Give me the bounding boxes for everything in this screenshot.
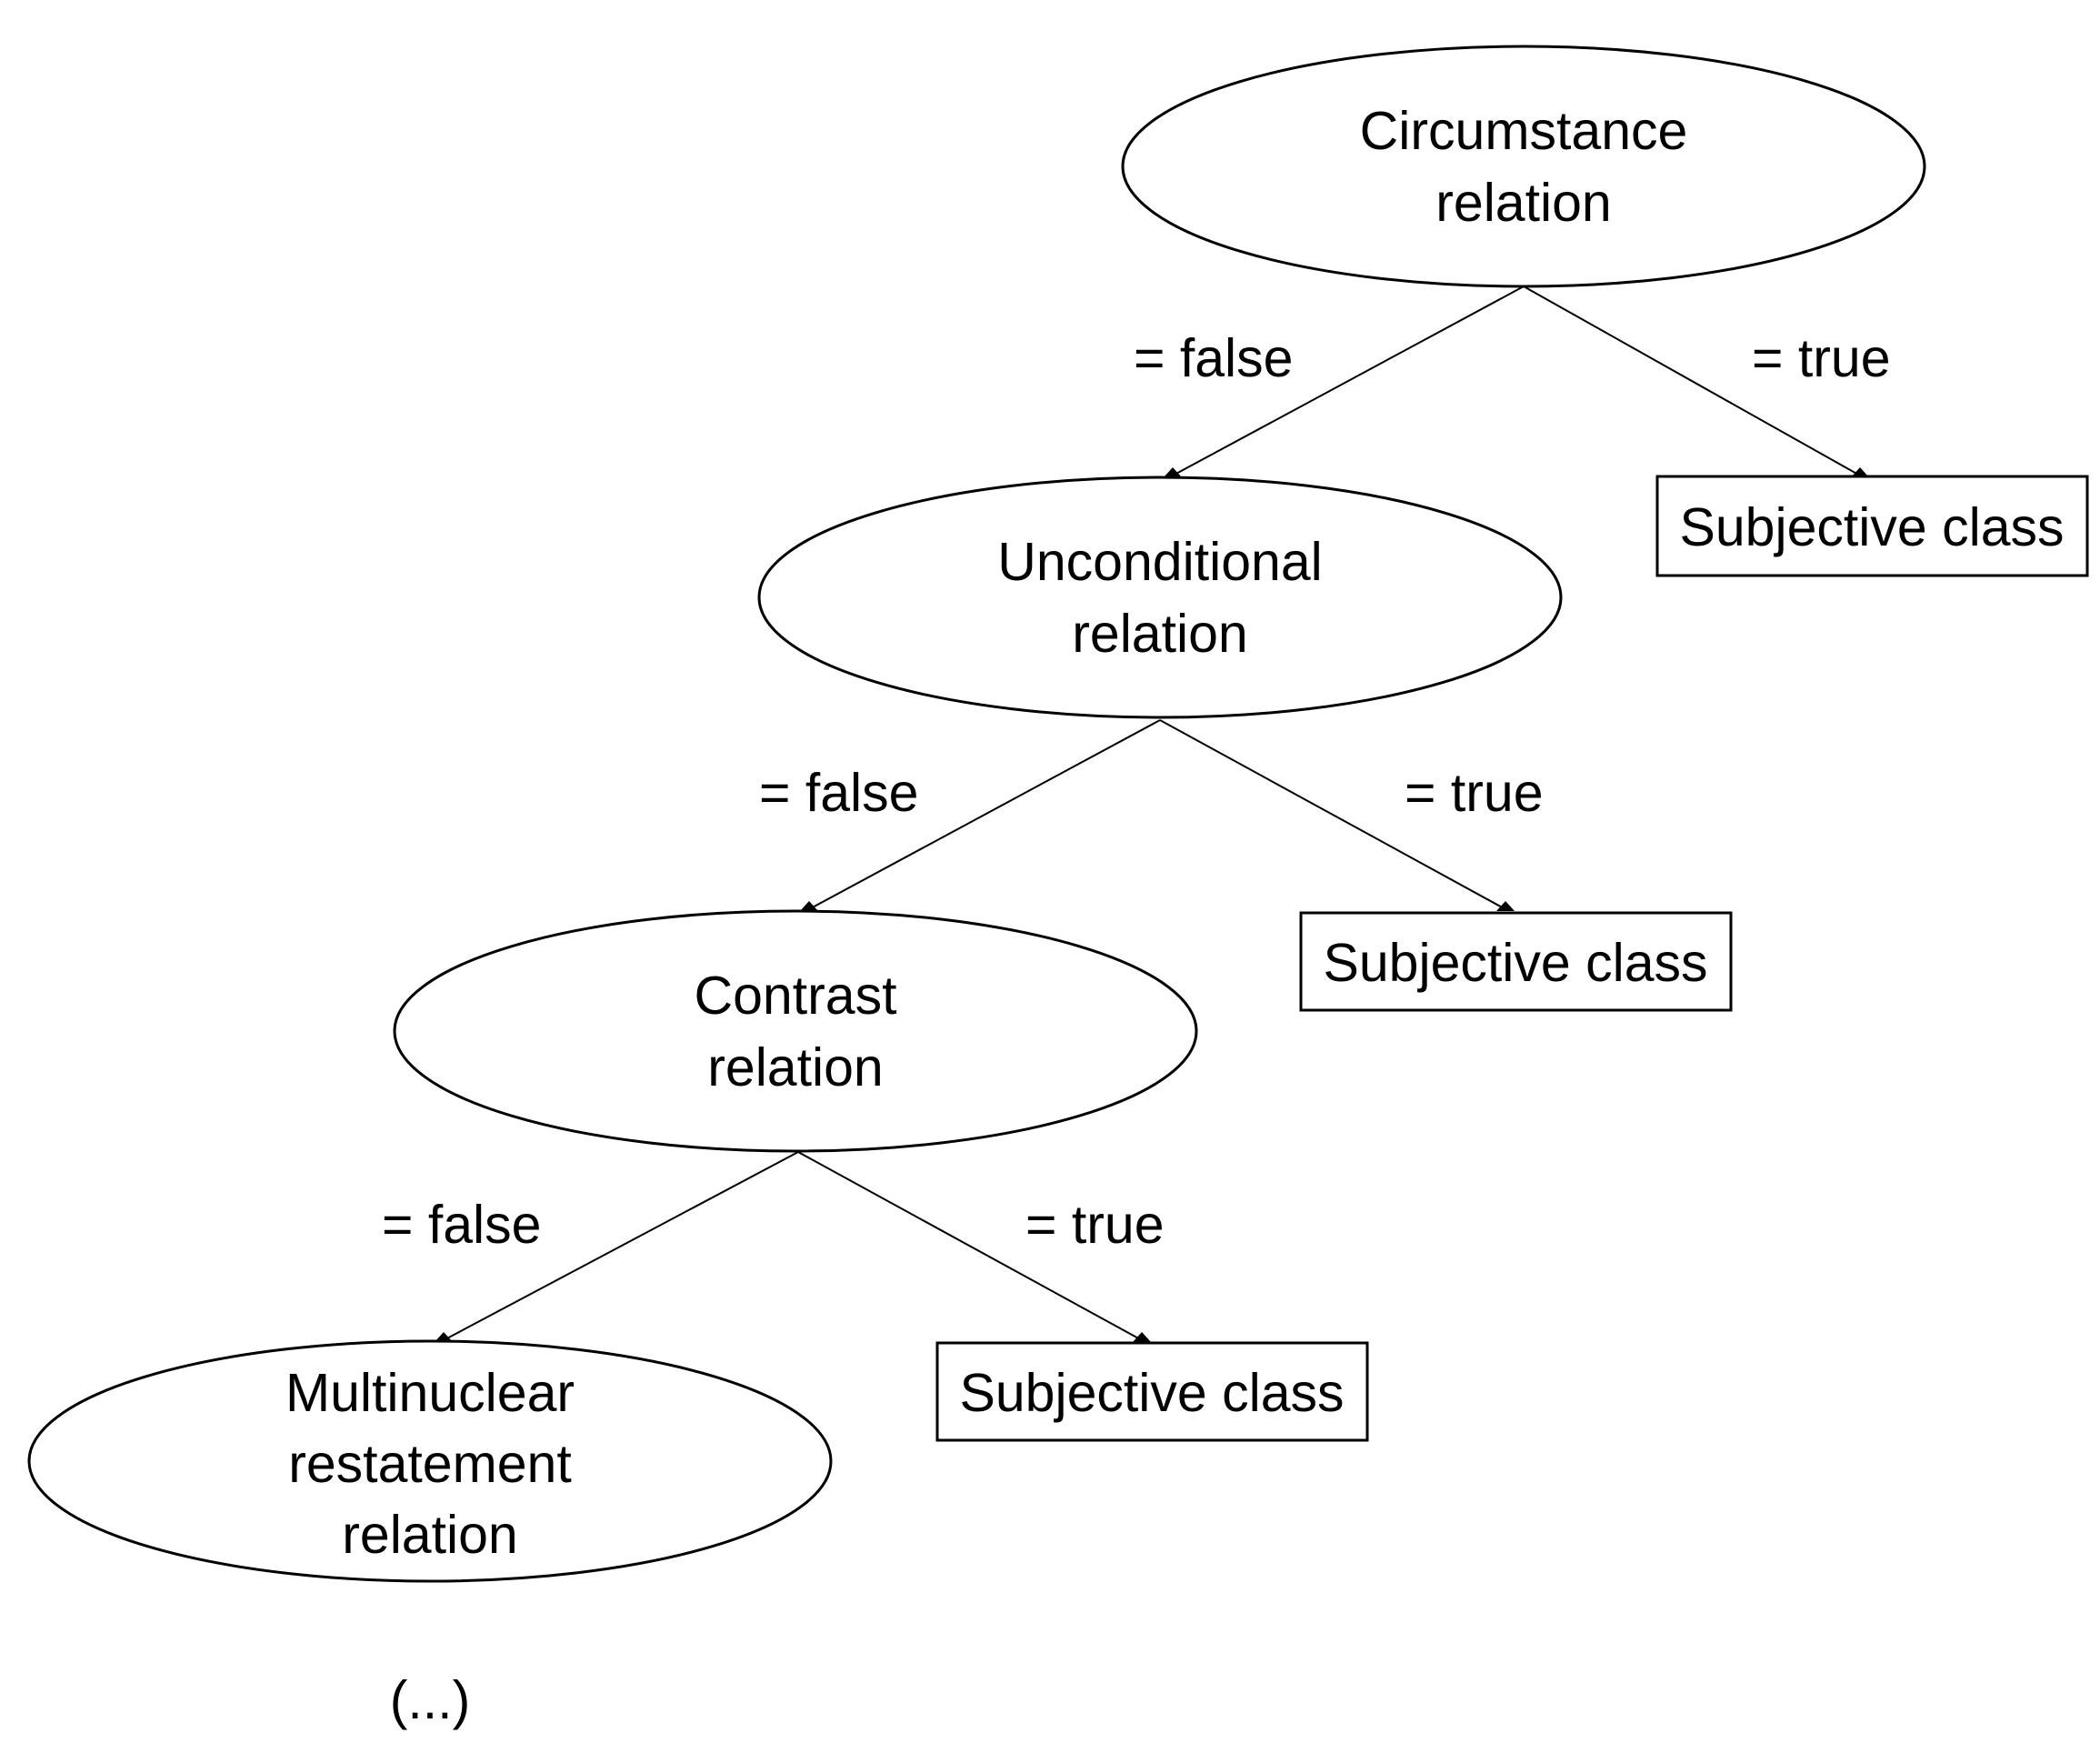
node-unconditional-ellipse — [757, 476, 1563, 719]
edge-contrast-to-leaf-3 — [797, 1151, 1143, 1341]
arrowhead-unconditional — [1164, 467, 1182, 477]
edge-unconditional-to-leaf-2 — [1159, 719, 1506, 910]
edge-circumstance-to-leaf-1 — [1523, 285, 1861, 476]
node-multinuclear: Multinuclear restatement relation — [27, 1339, 833, 1583]
arrowhead-leaf-3 — [1133, 1332, 1151, 1342]
arrowhead-leaf-1 — [1851, 467, 1869, 477]
node-contrast: Contrast relation — [393, 909, 1198, 1153]
edge-label-circumstance-true: = true — [1752, 328, 1891, 388]
leaf-subjective-class-2: Subjective class — [1299, 911, 1733, 1012]
edge-unconditional-to-contrast — [808, 719, 1161, 910]
edges — [435, 285, 1869, 1342]
leaf-1-label: Subjective class — [1679, 497, 2064, 557]
edge-contrast-to-multinuclear — [443, 1151, 799, 1341]
edge-label-unconditional-true: = true — [1405, 763, 1544, 823]
leaf-2-label: Subjective class — [1323, 933, 1707, 993]
node-circumstance-ellipse — [1121, 45, 1926, 288]
leaf-2-box — [1299, 911, 1733, 1012]
edge-circumstance-to-unconditional — [1172, 285, 1525, 476]
node-circumstance-line-2: relation — [1435, 173, 1612, 233]
node-multinuclear-ellipse — [27, 1339, 833, 1583]
edge-label-contrast-true: = true — [1025, 1195, 1165, 1255]
node-multinuclear-line-1: Multinuclear — [285, 1363, 575, 1423]
arrowhead-contrast — [800, 901, 818, 911]
node-multinuclear-line-3: relation — [342, 1505, 518, 1565]
leaf-1-box — [1655, 475, 2089, 577]
node-unconditional-line-2: relation — [1072, 604, 1248, 664]
node-contrast-ellipse — [393, 909, 1198, 1153]
node-unconditional: Unconditional relation — [757, 476, 1563, 719]
node-circumstance: Circumstance relation — [1121, 45, 1926, 288]
leaf-3-box — [935, 1341, 1369, 1442]
arrowhead-multinuclear — [435, 1332, 453, 1342]
edge-label-contrast-false: = false — [382, 1195, 541, 1255]
continuation-ellipsis: (...) — [390, 1670, 470, 1730]
edge-label-circumstance-false: = false — [1134, 328, 1293, 388]
arrowhead-leaf-2 — [1496, 901, 1515, 911]
leaf-subjective-class-3: Subjective class — [935, 1341, 1369, 1442]
node-unconditional-line-1: Unconditional — [997, 532, 1323, 592]
leaf-subjective-class-1: Subjective class — [1655, 475, 2089, 577]
node-multinuclear-line-2: restatement — [288, 1434, 572, 1494]
node-circumstance-line-1: Circumstance — [1360, 101, 1688, 161]
edge-label-unconditional-false: = false — [759, 763, 918, 823]
node-contrast-line-1: Contrast — [695, 966, 897, 1026]
edge-labels: = false = true = false = true = false = … — [382, 328, 1891, 1255]
node-contrast-line-2: relation — [707, 1037, 884, 1097]
leaf-3-label: Subjective class — [959, 1363, 1344, 1423]
